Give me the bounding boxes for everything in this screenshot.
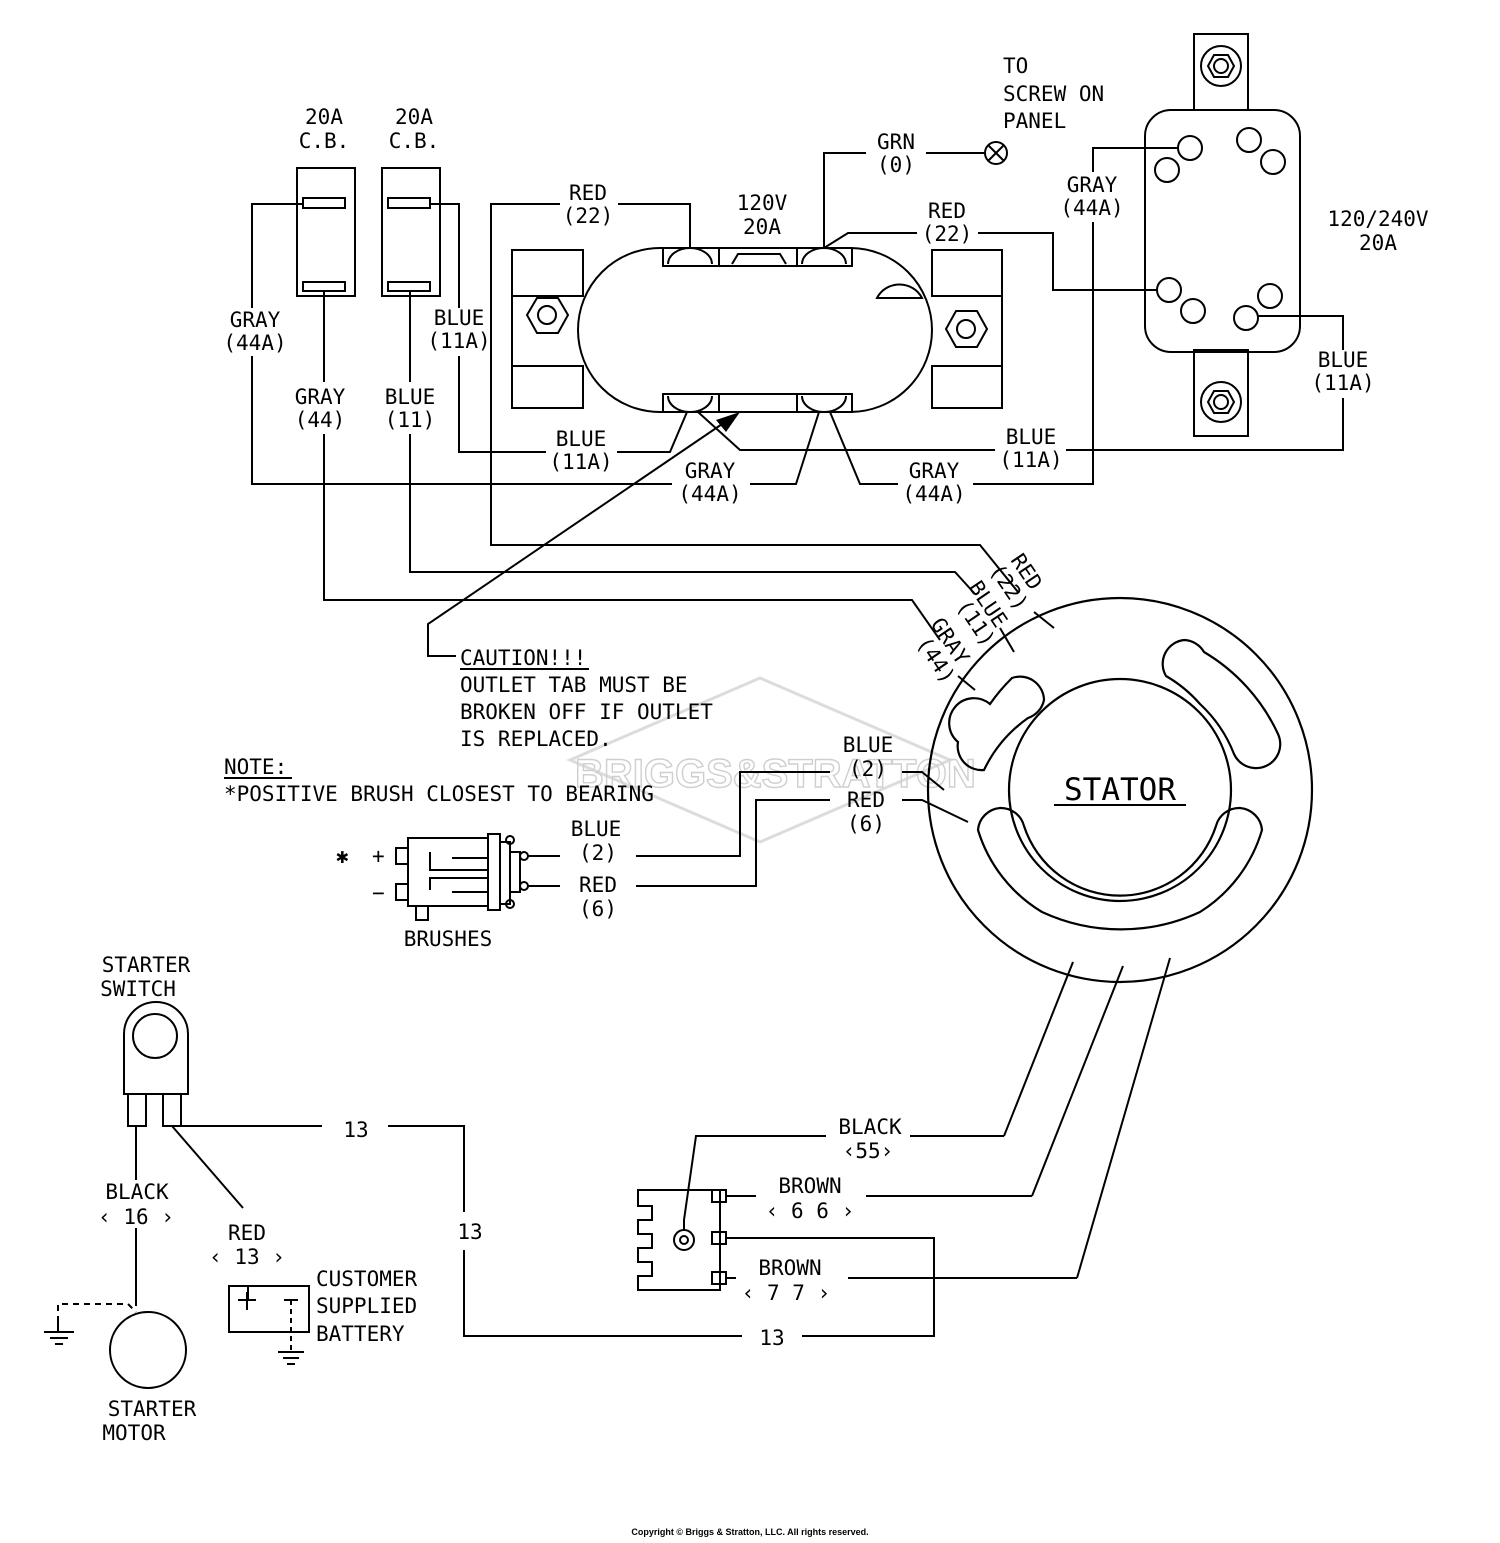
wire-0-label: (0) xyxy=(877,153,915,177)
wire-6-label: (6) xyxy=(579,897,617,921)
wire-gray-label: GRAY xyxy=(230,308,281,332)
wire-brown-label: BROWN xyxy=(758,1256,821,1280)
wire-11a-label: (11A) xyxy=(549,450,612,474)
starter-wiring xyxy=(44,1125,742,1345)
wire-gray-label: GRAY xyxy=(295,385,346,409)
outlet-120-amps: 20A xyxy=(743,215,781,239)
wire-red-label: RED xyxy=(928,199,966,223)
stator-label: STATOR xyxy=(1064,772,1176,808)
wire-11a-label: (11A) xyxy=(427,329,490,353)
outlet-240-amps: 20A xyxy=(1359,231,1397,255)
wire-22-label: (22) xyxy=(922,222,973,246)
circuit-breaker-left xyxy=(296,167,356,297)
brush-minus: − xyxy=(372,881,385,905)
brush-plus: + xyxy=(372,844,385,868)
wire-red-label: RED xyxy=(228,1221,266,1245)
wire-44-label: (44) xyxy=(295,408,346,432)
wire-red-label: RED xyxy=(847,788,885,812)
wire-11a-label: (11A) xyxy=(999,448,1062,472)
upper-wiring xyxy=(251,147,1344,691)
circuit-breaker-right xyxy=(381,167,441,297)
wire-2-label: (2) xyxy=(579,841,617,865)
wire-44a-label: (44A) xyxy=(678,482,741,506)
wire-blue-label: BLUE xyxy=(1006,425,1057,449)
caution-title: CAUTION!!! xyxy=(460,646,586,670)
outlet-120v xyxy=(511,247,1003,413)
wire-13-label: 13 xyxy=(457,1220,482,1244)
rectifier-block xyxy=(637,1135,1077,1337)
ground-note-line3: PANEL xyxy=(1003,109,1066,133)
wire-blue-label: BLUE xyxy=(1318,348,1369,372)
starter-motor-label2: MOTOR xyxy=(102,1421,166,1445)
starter-switch-label2: SWITCH xyxy=(100,977,176,1001)
ground-note-line1: TO xyxy=(1003,54,1028,78)
outlet-240-voltage: 120/240V xyxy=(1327,207,1429,231)
brush-positive-star: ✱ xyxy=(336,844,349,868)
brush-assembly xyxy=(395,833,560,921)
wire-11a-label: (11A) xyxy=(1311,371,1374,395)
wire-red-label: RED xyxy=(569,181,607,205)
wire-gray-label: GRAY xyxy=(909,459,960,483)
wire-66-label: ‹ 6 6 › xyxy=(766,1199,855,1223)
starter-switch xyxy=(123,1001,189,1127)
wire-22-label: (22) xyxy=(563,204,614,228)
wire-black-label: BLACK xyxy=(105,1180,169,1204)
starter-switch-label1: STARTER xyxy=(102,953,191,977)
wire-blue-label: BLUE xyxy=(434,306,485,330)
wire-44a-label: (44A) xyxy=(1060,196,1123,220)
starter-motor xyxy=(109,1311,187,1389)
caution-line1: OUTLET TAB MUST BE xyxy=(460,673,688,697)
wire-blue-label: BLUE xyxy=(556,427,607,451)
wire-13-label: 13 xyxy=(343,1118,368,1142)
cb-right-rating: 20A xyxy=(395,105,433,129)
wire-gray-label: GRAY xyxy=(685,459,736,483)
wire-blue-label: BLUE xyxy=(843,733,894,757)
battery-label2: SUPPLIED xyxy=(316,1294,417,1318)
watermark: BRIGGS&STRATTON xyxy=(566,676,976,844)
note-line1: *POSITIVE BRUSH CLOSEST TO BEARING xyxy=(224,782,654,806)
cb-left-type: C.B. xyxy=(299,129,350,153)
wire-blue-label: BLUE xyxy=(571,817,622,841)
note-title: NOTE: xyxy=(224,755,287,779)
wire-brown-label: BROWN xyxy=(778,1174,841,1198)
wire-gray-label: GRAY xyxy=(1067,173,1118,197)
outlet-120-voltage: 120V xyxy=(737,191,788,215)
battery-label3: BATTERY xyxy=(316,1322,405,1346)
caution-line3: IS REPLACED. xyxy=(460,727,612,751)
battery xyxy=(228,1285,310,1365)
wire-44a-label: (44A) xyxy=(902,482,965,506)
wire-13-label: 13 xyxy=(759,1326,784,1350)
brushes-label: BRUSHES xyxy=(404,927,493,951)
cb-left-rating: 20A xyxy=(305,105,343,129)
stator xyxy=(926,596,1314,1279)
ground-note-line2: SCREW ON xyxy=(1003,82,1104,106)
wire-6-label: (6) xyxy=(847,812,885,836)
wire-16-label: ‹ 16 › xyxy=(98,1205,174,1229)
cb-right-type: C.B. xyxy=(389,129,440,153)
wire-2-label: (2) xyxy=(849,757,887,781)
wire-11-label: (11) xyxy=(385,408,436,432)
wire-13-paren-label: ‹ 13 › xyxy=(209,1245,285,1269)
stator-brush-leads xyxy=(636,771,969,887)
ground-screw-symbol xyxy=(984,141,1008,165)
wire-blue-label: BLUE xyxy=(385,385,436,409)
wire-44a-label: (44A) xyxy=(223,331,286,355)
outlet-120-240v xyxy=(1144,33,1301,437)
wire-77-label: ‹ 7 7 › xyxy=(742,1281,831,1305)
battery-label1: CUSTOMER xyxy=(316,1267,418,1291)
wire-red-label: RED xyxy=(579,873,617,897)
wire-grn-label: GRN xyxy=(877,130,915,154)
wire-black-label: BLACK xyxy=(838,1115,902,1139)
svg-text:BRIGGS&STRATTON: BRIGGS&STRATTON xyxy=(575,752,976,796)
caution-line2: BROKEN OFF IF OUTLET xyxy=(460,700,713,724)
wire-55-label: ‹55› xyxy=(843,1139,894,1163)
starter-motor-label1: STARTER xyxy=(108,1397,197,1421)
copyright: Copyright © Briggs & Stratton, LLC. All … xyxy=(631,1527,868,1537)
